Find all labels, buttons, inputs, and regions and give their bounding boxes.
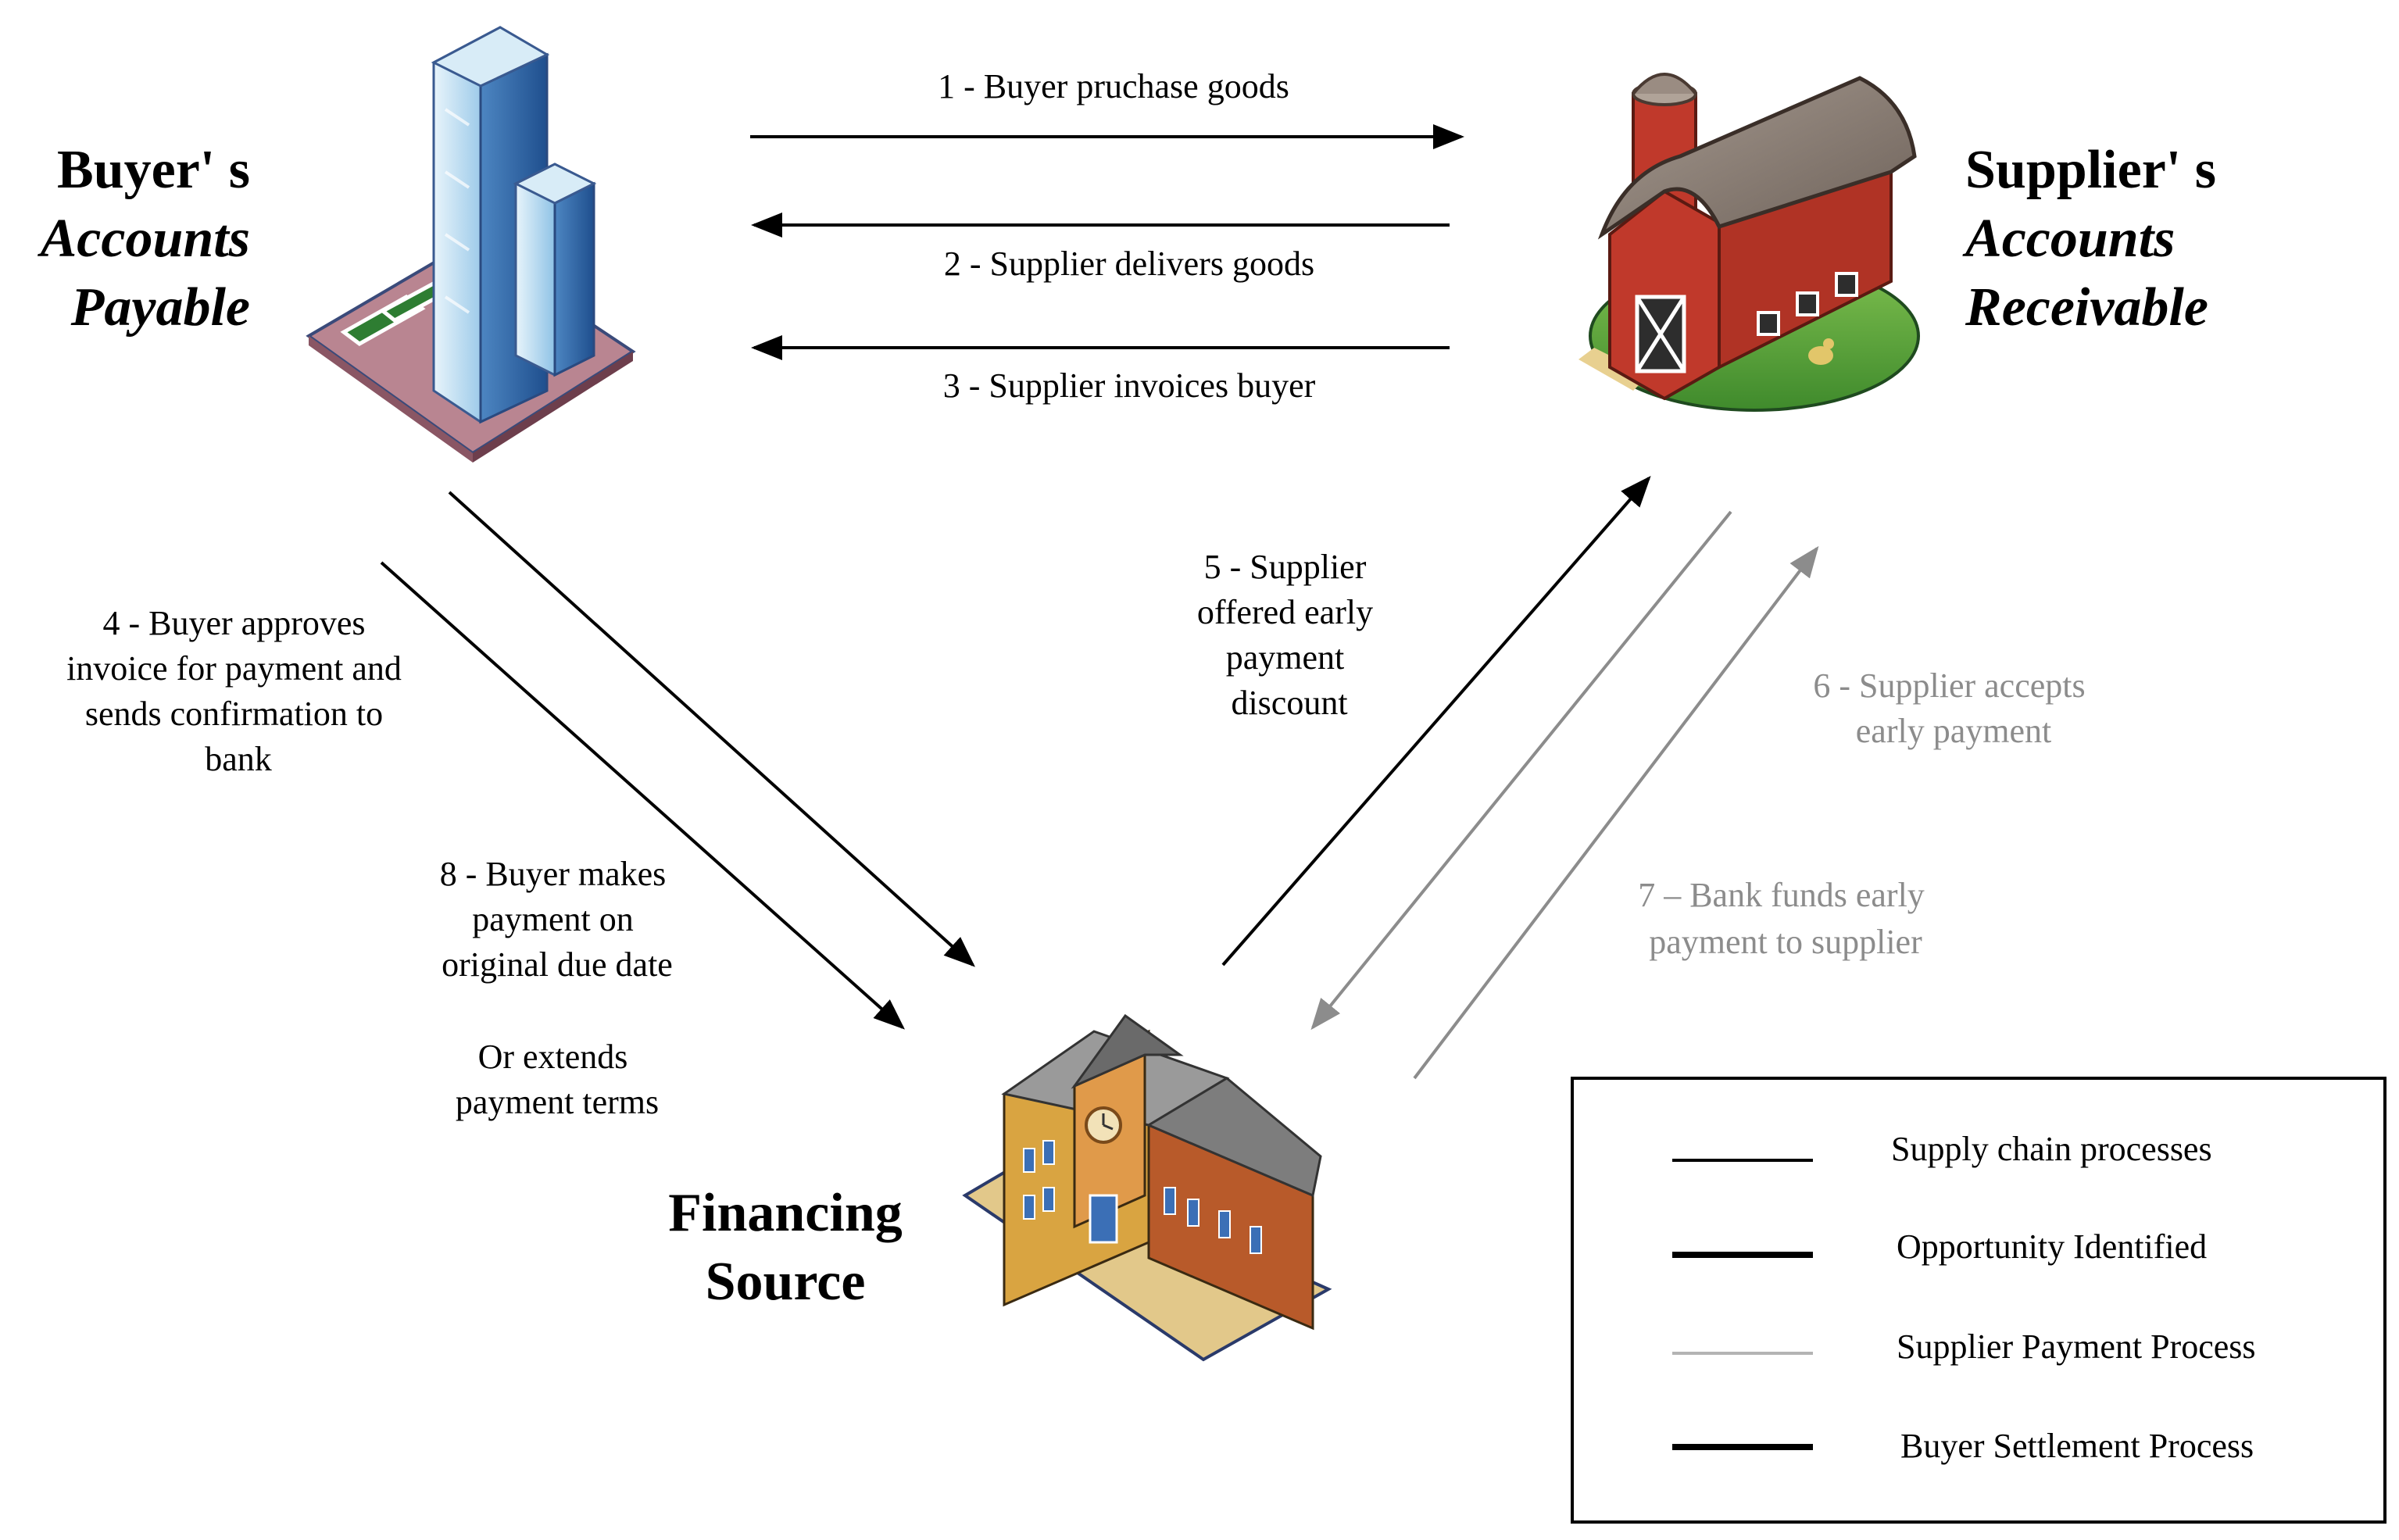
supplier-title-line1: Supplier' s	[1965, 140, 2216, 200]
step-5-label: 5 - Supplier offered early payment disco…	[1197, 548, 1382, 722]
arrow-8-buyer-to-bank	[380, 561, 905, 1030]
legend-label-opportunity: Opportunity Identified	[1897, 1227, 2207, 1266]
bank-building-icon	[962, 1013, 1332, 1362]
step-8-alt-label: Or extends payment terms	[456, 1038, 659, 1121]
office-tower-icon	[306, 26, 636, 463]
supplier-title-line2: Accounts	[1962, 209, 2175, 269]
legend-label-supplier-payment: Supplier Payment Process	[1897, 1327, 2256, 1366]
legend-label-supply-chain: Supply chain processes	[1891, 1130, 2212, 1168]
arrow-4-buyer-to-bank	[448, 491, 975, 967]
financing-title-line2: Source	[706, 1252, 866, 1312]
step-3-label: 3 - Supplier invoices buyer	[943, 366, 1316, 405]
arrow-5-bank-to-supplier	[1221, 475, 1651, 967]
legend-label-buyer-settlement: Buyer Settlement Process	[1900, 1427, 2254, 1465]
step-2-label: 2 - Supplier delivers goods	[944, 245, 1314, 283]
step-6-label: 6 - Supplier accepts early payment	[1813, 666, 2093, 750]
legend: Supply chain processes Opportunity Ident…	[1571, 1077, 2386, 1524]
financing-title-line1: Financing	[668, 1183, 903, 1243]
buyer-title-line2: Accounts	[38, 209, 250, 269]
barn-icon	[1578, 73, 1920, 412]
step-8-label: 8 - Buyer makes payment on original due …	[440, 855, 675, 984]
buyer-title-line3: Payable	[70, 277, 250, 338]
step-1-label: 1 - Buyer pruchase goods	[938, 67, 1289, 105]
supplier-title-line3: Receivable	[1965, 277, 2208, 338]
step-4-label: 4 - Buyer approves invoice for payment a…	[66, 604, 410, 778]
arrow-7-bank-to-supplier	[1413, 545, 1819, 1080]
arrow-6-supplier-to-bank	[1310, 510, 1732, 1031]
step-7-label: 7 – Bank funds early payment to supplier	[1638, 876, 1933, 961]
buyer-title-line1: Buyer' s	[57, 140, 250, 200]
